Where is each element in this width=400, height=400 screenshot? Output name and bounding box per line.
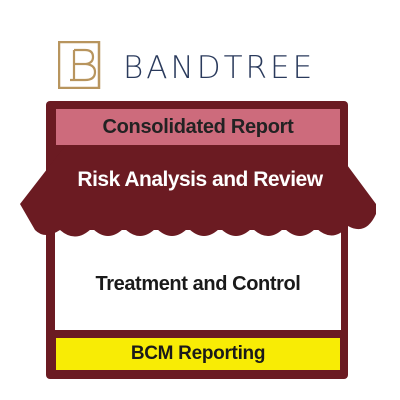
awning-shape [20, 146, 376, 237]
brand-name: BANDTREE [123, 50, 316, 86]
treatment-control-label: Treatment and Control [95, 273, 301, 295]
risk-analysis-label: Risk Analysis and Review [77, 168, 323, 191]
consolidated-report-label: Consolidated Report [102, 115, 294, 138]
consolidated-report-band: Consolidated Report [55, 108, 341, 146]
bandtree-logo-mark [58, 41, 101, 89]
house-wall [55, 230, 341, 330]
bcm-reporting-label: BCM Reporting [130, 343, 266, 364]
bcm-reporting-band: BCM Reporting [55, 337, 341, 371]
